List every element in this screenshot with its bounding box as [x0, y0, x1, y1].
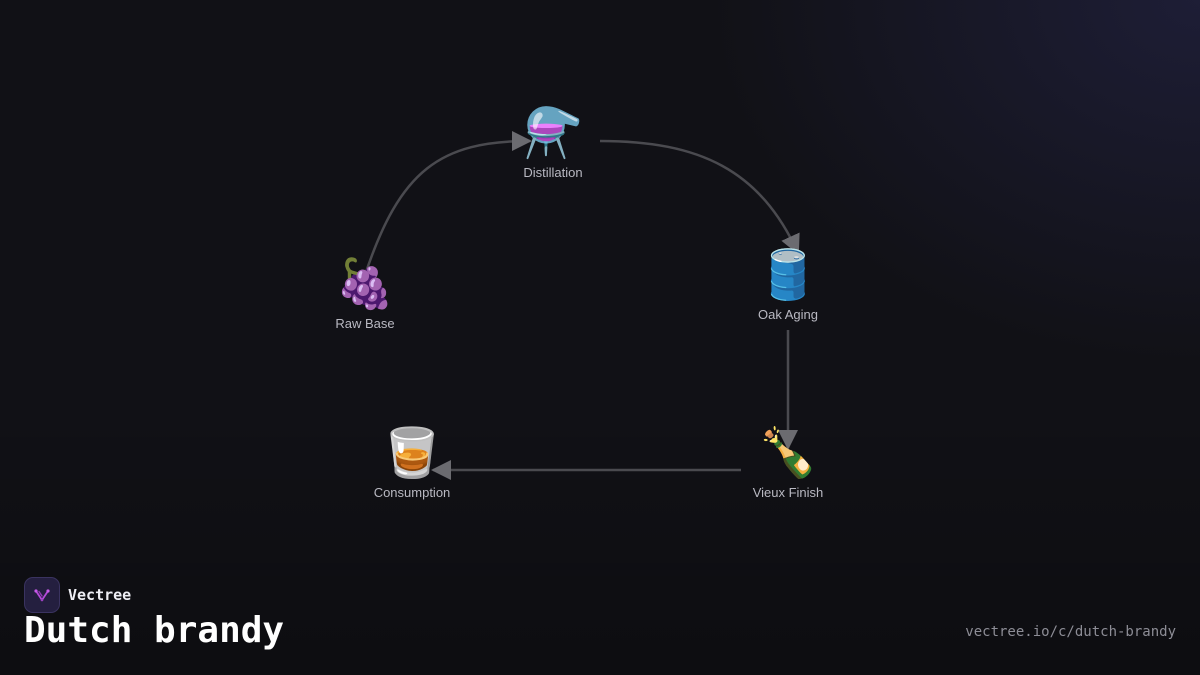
- node-vieux-finish: 🍾 Vieux Finish: [708, 425, 868, 500]
- bottle-icon: 🍾: [758, 425, 818, 481]
- node-label: Oak Aging: [758, 307, 818, 322]
- node-distillation: ⚗️ Distillation: [473, 105, 633, 180]
- node-label: Raw Base: [335, 316, 395, 331]
- alembic-icon: ⚗️: [523, 105, 583, 161]
- node-consumption: 🥃 Consumption: [332, 425, 492, 500]
- brand: Vectree: [24, 577, 131, 613]
- node-label: Distillation: [523, 165, 583, 180]
- vectree-logo-icon: [24, 577, 60, 613]
- edge-raw-base-to-distillation: [363, 131, 532, 276]
- node-label: Consumption: [373, 485, 451, 500]
- brand-name: Vectree: [68, 586, 132, 604]
- node-raw-base: 🍇 Raw Base: [285, 256, 445, 331]
- edge-distillation-to-oak-aging: [599, 139, 800, 255]
- source-url: vectree.io/c/dutch-brandy: [965, 624, 1176, 640]
- node-label: Vieux Finish: [752, 485, 824, 500]
- barrel-icon: 🛢️: [758, 247, 818, 303]
- page-title: Dutch brandy: [24, 610, 285, 651]
- grapes-icon: 🍇: [335, 256, 395, 312]
- node-oak-aging: 🛢️ Oak Aging: [708, 247, 868, 322]
- tumbler-glass-icon: 🥃: [382, 425, 442, 481]
